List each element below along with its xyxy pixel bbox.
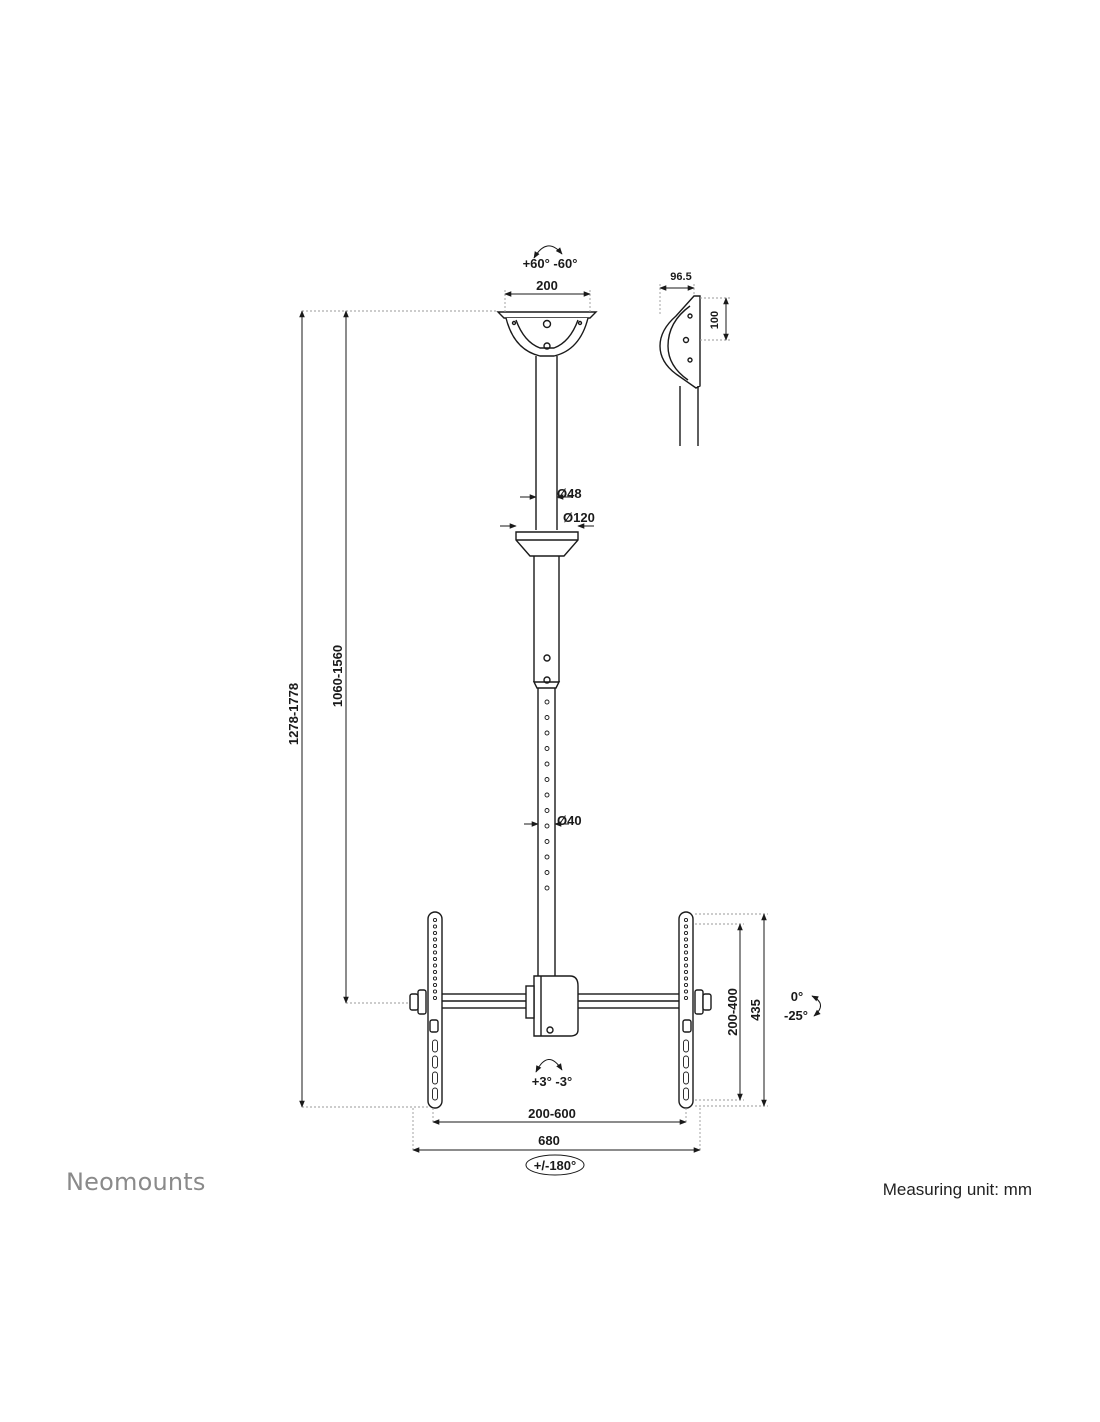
pole-hole bbox=[544, 885, 550, 891]
bracket-slot bbox=[683, 1087, 689, 1101]
bracket-hole bbox=[683, 930, 689, 936]
pole-hole bbox=[544, 761, 550, 767]
bracket-hole bbox=[683, 937, 689, 942]
left-bracket-holes bbox=[432, 917, 438, 1101]
swivel-top-label: +60° -60° bbox=[523, 256, 578, 271]
bracket-hole bbox=[432, 982, 438, 988]
bracket-hole bbox=[683, 924, 689, 929]
tilt-upper-label: 0° bbox=[791, 989, 803, 1004]
bracket-hole bbox=[683, 976, 689, 981]
pole-diameter-lower-label: Ø40 bbox=[557, 813, 582, 828]
lower-pole bbox=[537, 688, 556, 978]
tilt-lower-label: -25° bbox=[784, 1008, 808, 1023]
total-height-label: 1278-1778 bbox=[286, 683, 301, 745]
pole-hole bbox=[544, 699, 550, 705]
bracket-hole bbox=[432, 943, 438, 949]
bracket-hole bbox=[683, 982, 689, 988]
pole-hole bbox=[544, 792, 550, 798]
side-height-label: 100 bbox=[709, 311, 721, 329]
bracket-hole bbox=[683, 956, 689, 962]
dimension-labels: +60° -60° 200 96.5 100 Ø48 Ø120 Ø40 1278… bbox=[286, 256, 808, 1173]
pole-diameter-upper-label: Ø48 bbox=[557, 486, 582, 501]
pole-hole bbox=[544, 823, 550, 829]
pole-hole bbox=[544, 808, 550, 813]
bracket-hole bbox=[683, 943, 689, 949]
collar-diameter-label: Ø120 bbox=[563, 510, 595, 525]
bracket-slot bbox=[683, 1039, 689, 1053]
bracket-slot bbox=[432, 1039, 438, 1053]
measuring-unit-note: Measuring unit: mm bbox=[882, 1180, 1032, 1199]
vesa-horizontal-label: 200-600 bbox=[528, 1106, 576, 1121]
bracket-hole bbox=[432, 995, 438, 1001]
bracket-slot bbox=[432, 1087, 438, 1101]
arm-height-label: 435 bbox=[748, 999, 763, 1021]
ceiling-plate bbox=[496, 311, 598, 357]
bracket-hole bbox=[432, 937, 438, 942]
middle-pole bbox=[532, 556, 561, 689]
right-bracket-holes bbox=[683, 917, 689, 1101]
pole-hole bbox=[544, 730, 550, 736]
bracket-slot bbox=[683, 1055, 689, 1069]
left-bracket bbox=[409, 911, 443, 1109]
bracket-hole bbox=[683, 995, 689, 1001]
pole-height-label: 1060-1560 bbox=[330, 645, 345, 707]
bracket-hole bbox=[683, 963, 689, 968]
pole-hole bbox=[544, 854, 550, 860]
bracket-hole bbox=[432, 950, 438, 955]
bracket-slot bbox=[432, 1071, 438, 1085]
pole-hole bbox=[544, 777, 550, 782]
bracket-hole bbox=[432, 969, 438, 975]
right-bracket bbox=[678, 911, 712, 1109]
plate-width-label: 200 bbox=[536, 278, 558, 293]
pole-holes bbox=[544, 699, 550, 891]
tilt-block bbox=[525, 975, 579, 1037]
side-view bbox=[659, 295, 701, 446]
swivel-bottom-label: +/-180° bbox=[534, 1158, 576, 1173]
bracket-hole bbox=[432, 917, 438, 923]
bracket-slot bbox=[432, 1055, 438, 1069]
total-width-label: 680 bbox=[538, 1133, 560, 1148]
bracket-hole bbox=[683, 917, 689, 923]
side-depth-label: 96.5 bbox=[670, 271, 691, 283]
bracket-hole bbox=[432, 963, 438, 968]
collar bbox=[515, 531, 579, 557]
bracket-hole bbox=[683, 950, 689, 955]
dimension-lines bbox=[299, 245, 821, 1176]
pole-hole bbox=[544, 746, 550, 751]
bracket-hole bbox=[432, 956, 438, 962]
pole-hole bbox=[544, 870, 550, 875]
rotation-label: +3° -3° bbox=[532, 1074, 572, 1089]
bracket-hole bbox=[683, 969, 689, 975]
pole-hole bbox=[544, 839, 550, 844]
pole-hole bbox=[544, 715, 550, 720]
bracket-slot bbox=[683, 1071, 689, 1085]
bracket-hole bbox=[432, 930, 438, 936]
bracket-hole bbox=[432, 924, 438, 929]
bracket-hole bbox=[432, 989, 438, 994]
brand-logo: Neomounts bbox=[66, 1168, 206, 1196]
vesa-vertical-label: 200-400 bbox=[725, 988, 740, 1036]
bracket-hole bbox=[432, 976, 438, 981]
upper-pole bbox=[535, 356, 558, 530]
bracket-hole bbox=[683, 989, 689, 994]
